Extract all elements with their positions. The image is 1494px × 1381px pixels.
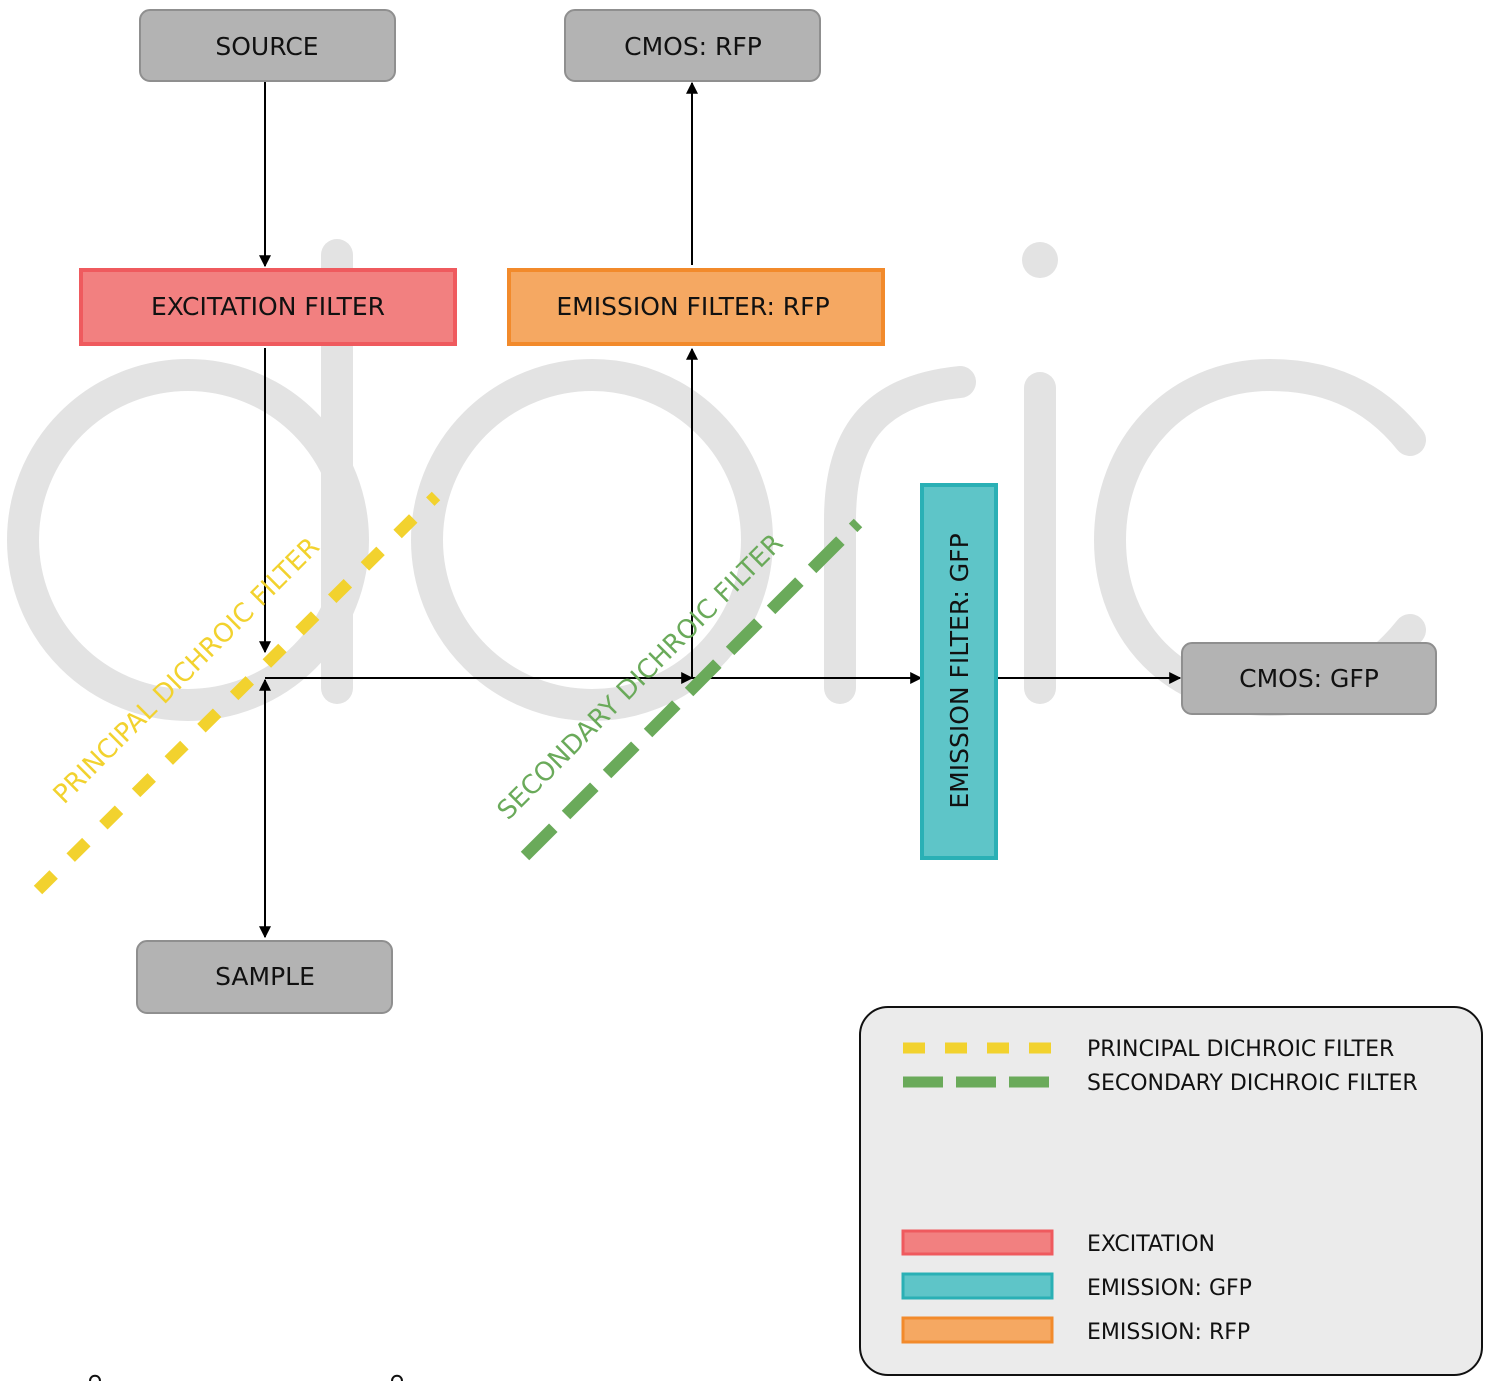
- watermark-dot: [1022, 242, 1058, 278]
- legend-emission-gfp-swatch: [901, 1272, 1054, 1300]
- legend-excitation-swatch: [901, 1229, 1054, 1256]
- source-box: SOURCE: [139, 9, 396, 82]
- emission-filter-rfp-box: EMISSION FILTER: RFP: [507, 268, 885, 346]
- cmos-rfp-label: CMOS: RFP: [624, 32, 762, 61]
- bottom-glyph-left: [89, 1374, 101, 1381]
- cmos-gfp-label: CMOS: GFP: [1239, 664, 1379, 693]
- legend-principal-label: PRINCIPAL DICHROIC FILTER: [1087, 1037, 1394, 1062]
- legend-emission-rfp-swatch: [901, 1316, 1054, 1344]
- emission-filter-gfp-box: EMISSION FILTER: GFP: [920, 483, 998, 860]
- sample-box: SAMPLE: [136, 940, 393, 1014]
- excitation-filter-label: EXCITATION FILTER: [151, 292, 385, 321]
- legend-emission-gfp-label: EMISSION: GFP: [1087, 1276, 1252, 1301]
- legend-excitation-label: EXCITATION: [1087, 1232, 1215, 1257]
- legend-secondary-label: SECONDARY DICHROIC FILTER: [1087, 1071, 1418, 1096]
- excitation-filter-box: EXCITATION FILTER: [79, 268, 457, 346]
- source-label: SOURCE: [215, 32, 318, 61]
- emission-filter-gfp-label: EMISSION FILTER: GFP: [945, 533, 974, 808]
- cmos-rfp-box: CMOS: RFP: [564, 9, 821, 82]
- bottom-glyph-right: [391, 1374, 403, 1381]
- sample-label: SAMPLE: [215, 962, 315, 991]
- legend: PRINCIPAL DICHROIC FILTER SECONDARY DICH…: [859, 1006, 1483, 1376]
- legend-emission-rfp-label: EMISSION: RFP: [1087, 1320, 1250, 1345]
- light-paths: [259, 81, 1182, 939]
- cmos-gfp-box: CMOS: GFP: [1181, 642, 1437, 715]
- secondary-dichroic-filter-line: [520, 518, 863, 861]
- principal-dichroic-filter-line: [33, 491, 441, 895]
- emission-filter-rfp-label: EMISSION FILTER: RFP: [556, 292, 829, 321]
